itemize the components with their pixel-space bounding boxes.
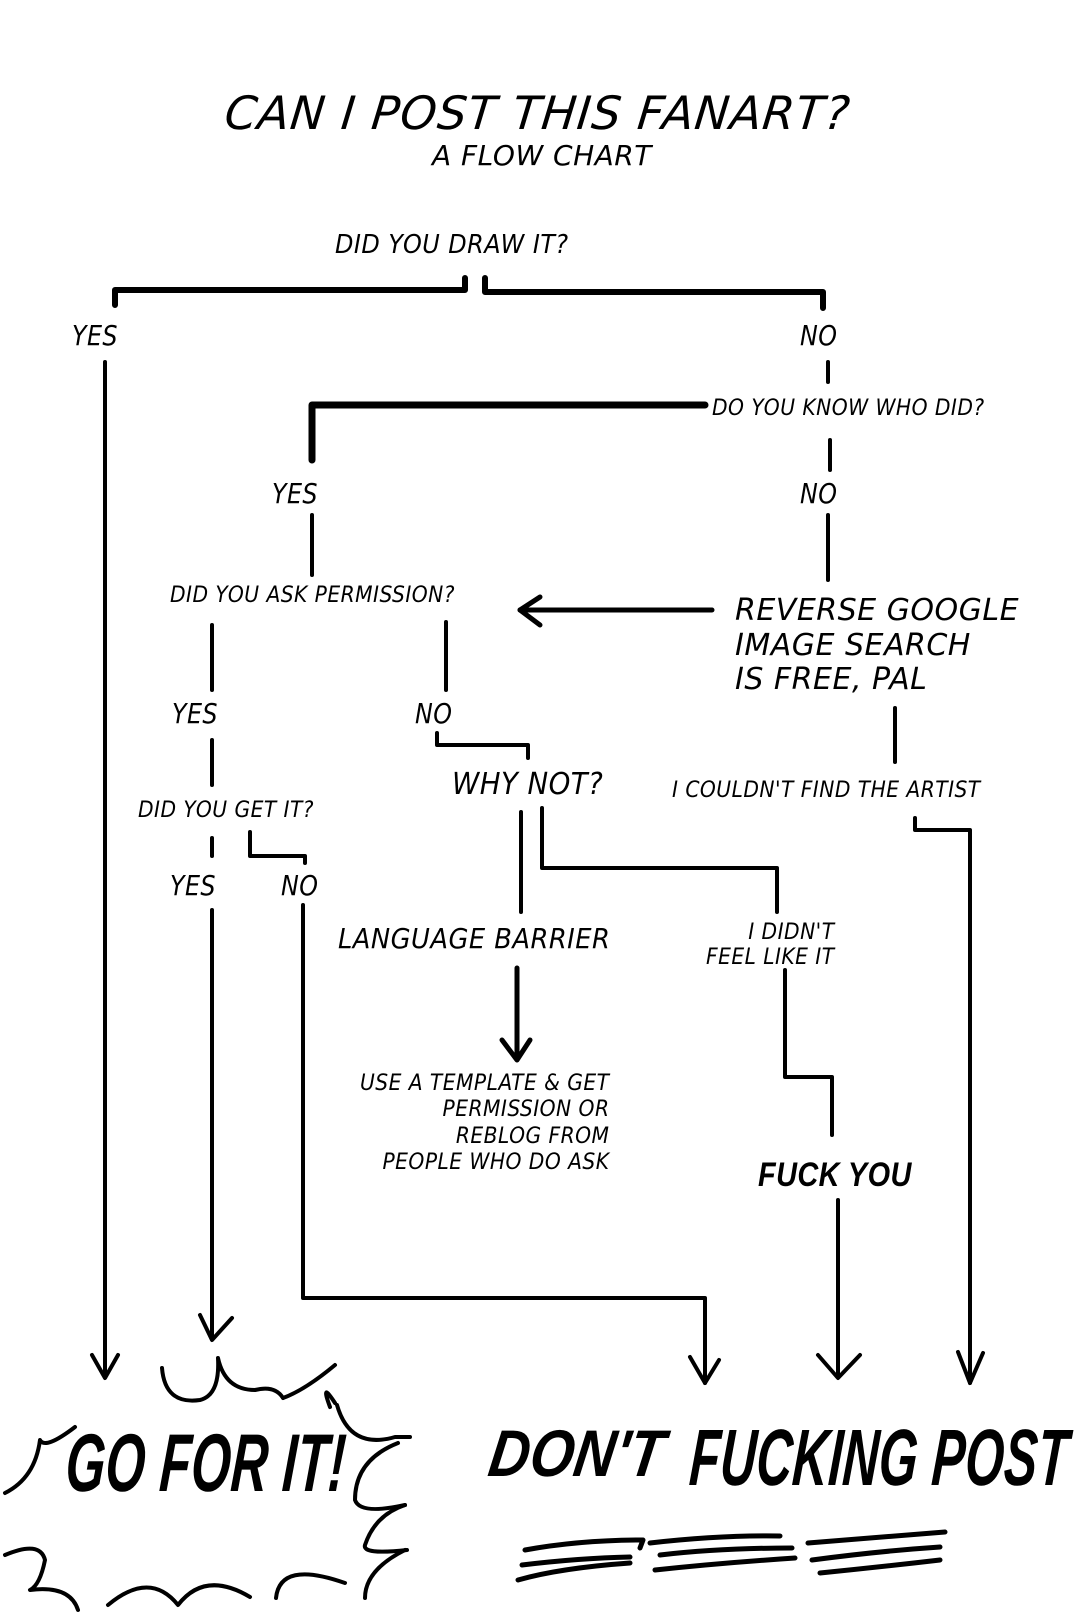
arrow-head-icon	[90, 1353, 120, 1380]
node-fuck-you: FUCK YOU	[758, 1156, 912, 1194]
answer-ask-yes: YES	[172, 697, 218, 730]
arrow-head-icon	[956, 1350, 985, 1385]
draw-yes-branch	[112, 275, 468, 308]
burst-outline-icon	[3, 1356, 412, 1612]
answer-draw-yes: YES	[72, 319, 118, 352]
outcome-dont-post-it: FUCKING POST IT	[687, 1413, 1080, 1502]
answer-get-yes: YES	[170, 869, 216, 902]
know-yes-branch	[308, 401, 709, 464]
answer-know-yes: YES	[272, 477, 318, 510]
question-did-you-ask-permission: DID YOU ASK PERMISSION?	[170, 583, 455, 608]
arrow-head-icon	[816, 1353, 862, 1380]
ask-no-to-why-not	[435, 731, 530, 760]
answer-draw-no: NO	[800, 319, 838, 352]
arrow-head-icon	[688, 1355, 721, 1385]
draw-split-connector	[112, 275, 826, 311]
didnt-feel-to-fuck-you	[783, 968, 834, 1137]
answer-get-no: NO	[281, 869, 319, 902]
arrow-head-icon	[198, 1313, 234, 1342]
get-no-connector	[248, 830, 307, 865]
question-why-not: WHY NOT?	[452, 767, 604, 802]
node-use-template: USE A TEMPLATE & GET PERMISSION OR REBLO…	[360, 1071, 610, 1176]
page-subtitle: A FLOW CHART	[432, 139, 652, 172]
page-title: CAN I POST THIS FANART?	[222, 86, 854, 140]
arrow-head-icon	[499, 1037, 533, 1063]
question-did-you-get-it: DID YOU GET IT?	[138, 798, 315, 823]
get-no-arrow-line	[301, 903, 707, 1385]
node-language-barrier: LANGUAGE BARRIER	[338, 922, 611, 955]
couldnt-find-arrow-line	[913, 816, 972, 1385]
question-did-you-draw-it: DID YOU DRAW IT?	[335, 230, 569, 260]
outcome-go-for-it: GO FOR IT!	[63, 1418, 349, 1509]
outcome-dont-word: DON'T	[484, 1416, 670, 1490]
underline-strokes-icon	[515, 1529, 948, 1583]
node-reverse-image-search: REVERSE GOOGLE IMAGE SEARCH IS FREE, PAL	[735, 593, 1020, 697]
answer-ask-no: NO	[415, 697, 453, 730]
node-didnt-feel-like-it: I DIDN'T FEEL LIKE IT	[706, 920, 835, 971]
arrow-head-icon	[517, 594, 543, 628]
answer-know-no: NO	[800, 477, 838, 510]
draw-no-branch	[482, 275, 826, 311]
node-couldnt-find-artist: I COULDN'T FIND THE ARTIST	[672, 778, 981, 803]
question-do-you-know-who-did: DO YOU KNOW WHO DID?	[712, 396, 985, 421]
why-not-to-didnt-feel	[540, 806, 779, 914]
